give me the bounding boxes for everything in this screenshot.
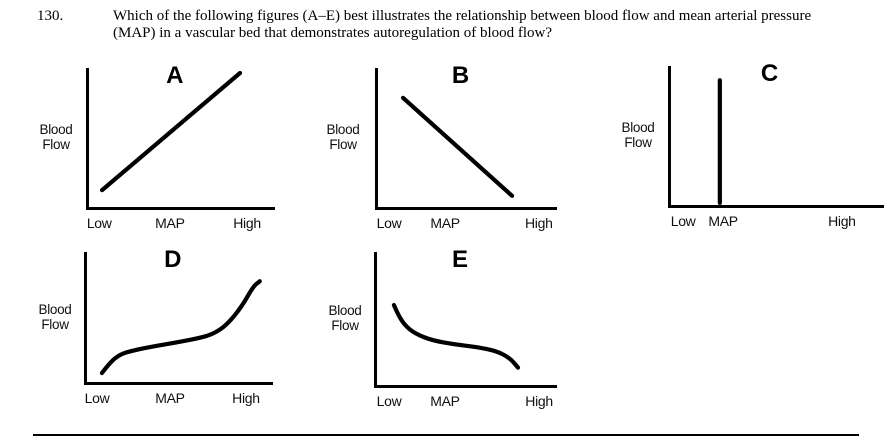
x-tick-label-map: MAP (155, 215, 185, 231)
x-tick-label-map: MAP (430, 215, 460, 231)
x-tick-label-map: MAP (708, 213, 738, 229)
data-curve (391, 302, 521, 370)
figure-e-label: E (451, 246, 469, 273)
data-curve (400, 95, 515, 198)
x-tick-label-low: Low (376, 393, 402, 409)
figure-b-y-axis-label: Blood Flow (326, 122, 360, 152)
axis-lines (668, 66, 884, 208)
x-tick-label-low: Low (376, 215, 402, 231)
axis-lines (375, 68, 557, 210)
question-text-line1: Which of the following figures (A–E) bes… (113, 8, 812, 24)
horizontal-divider (33, 434, 859, 436)
figure-d-label: D (164, 246, 182, 273)
x-tick-label-map: MAP (430, 393, 460, 409)
figure-a-plot (86, 68, 275, 210)
x-tick-label-high: High (232, 390, 260, 406)
x-tick-label-low: Low (670, 213, 696, 229)
axis-lines (84, 252, 273, 385)
x-tick-label-high: High (233, 215, 261, 231)
x-tick-label-high: High (525, 215, 553, 231)
figure-c: C Blood Flow Low MAP High (612, 58, 896, 234)
figure-e: E Blood Flow Low MAP High (320, 245, 570, 412)
figure-e-y-axis-label: Blood Flow (328, 303, 362, 333)
question-text: Which of the following figures (A–E) bes… (113, 8, 896, 42)
x-tick-label-low: Low (84, 390, 110, 406)
figure-c-plot (668, 66, 884, 208)
axis-lines (374, 252, 557, 388)
figure-d-y-axis-label: Blood Flow (38, 301, 72, 332)
data-curve (99, 279, 262, 376)
x-tick-label-low: Low (86, 215, 112, 231)
question-text-line2: (MAP) in a vascular bed that demonstrate… (113, 25, 553, 41)
figure-a: A Blood Flow Low MAP High (30, 58, 280, 234)
figure-c-y-axis-label: Blood Flow (621, 120, 655, 150)
figure-a-label: A (166, 62, 184, 89)
data-curve (99, 70, 243, 193)
x-tick-label-map: MAP (155, 390, 185, 406)
figure-c-label: C (760, 60, 779, 87)
x-tick-label-high: High (828, 213, 856, 229)
figure-b-plot (375, 68, 557, 210)
figure-b: B Blood Flow Low MAP High (315, 58, 565, 234)
figure-d-plot (84, 252, 273, 385)
figure-b-label: B (451, 62, 470, 89)
figure-a-y-axis-label: Blood Flow (39, 122, 73, 152)
question-number: 130. (37, 8, 64, 24)
x-tick-label-high: High (525, 393, 553, 409)
figure-d: D Blood Flow Low MAP High (30, 245, 280, 412)
axis-lines (86, 68, 275, 210)
figure-e-plot (374, 252, 557, 388)
